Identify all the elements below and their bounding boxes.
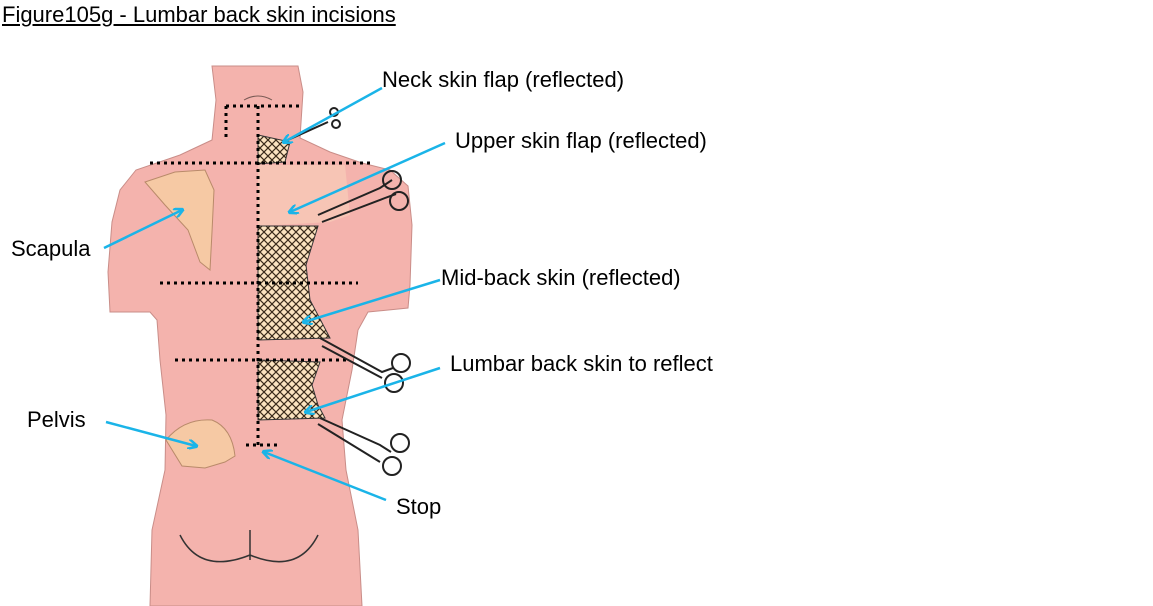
neck-crease <box>243 95 273 101</box>
label-stop: Stop <box>396 494 441 519</box>
buttocks-outline <box>179 530 319 563</box>
figure-title: Figure105g - Lumbar back skin incisions <box>2 2 396 27</box>
label-lumbar-back-skin: Lumbar back skin to reflect <box>450 351 713 376</box>
arrow-upper-skin-flap <box>290 141 446 212</box>
arrow-lumbar-back-skin <box>306 366 441 412</box>
arrow-scapula <box>103 210 182 250</box>
arrow-neck-skin-flap <box>284 86 383 142</box>
arrow-pelvis <box>105 420 196 446</box>
incision-lines <box>150 104 370 447</box>
pelvis-bone <box>165 419 236 469</box>
label-scapula: Scapula <box>11 236 91 261</box>
forceps-group <box>287 107 411 476</box>
pointer-arrows <box>103 86 446 502</box>
label-pelvis: Pelvis <box>27 407 86 432</box>
label-upper-skin-flap: Upper skin flap (reflected) <box>455 128 707 153</box>
label-mid-back-skin: Mid-back skin (reflected) <box>441 265 681 290</box>
arrow-stop <box>264 452 387 502</box>
label-neck-skin-flap: Neck skin flap (reflected) <box>382 67 624 92</box>
arrow-mid-back-skin <box>304 278 441 322</box>
